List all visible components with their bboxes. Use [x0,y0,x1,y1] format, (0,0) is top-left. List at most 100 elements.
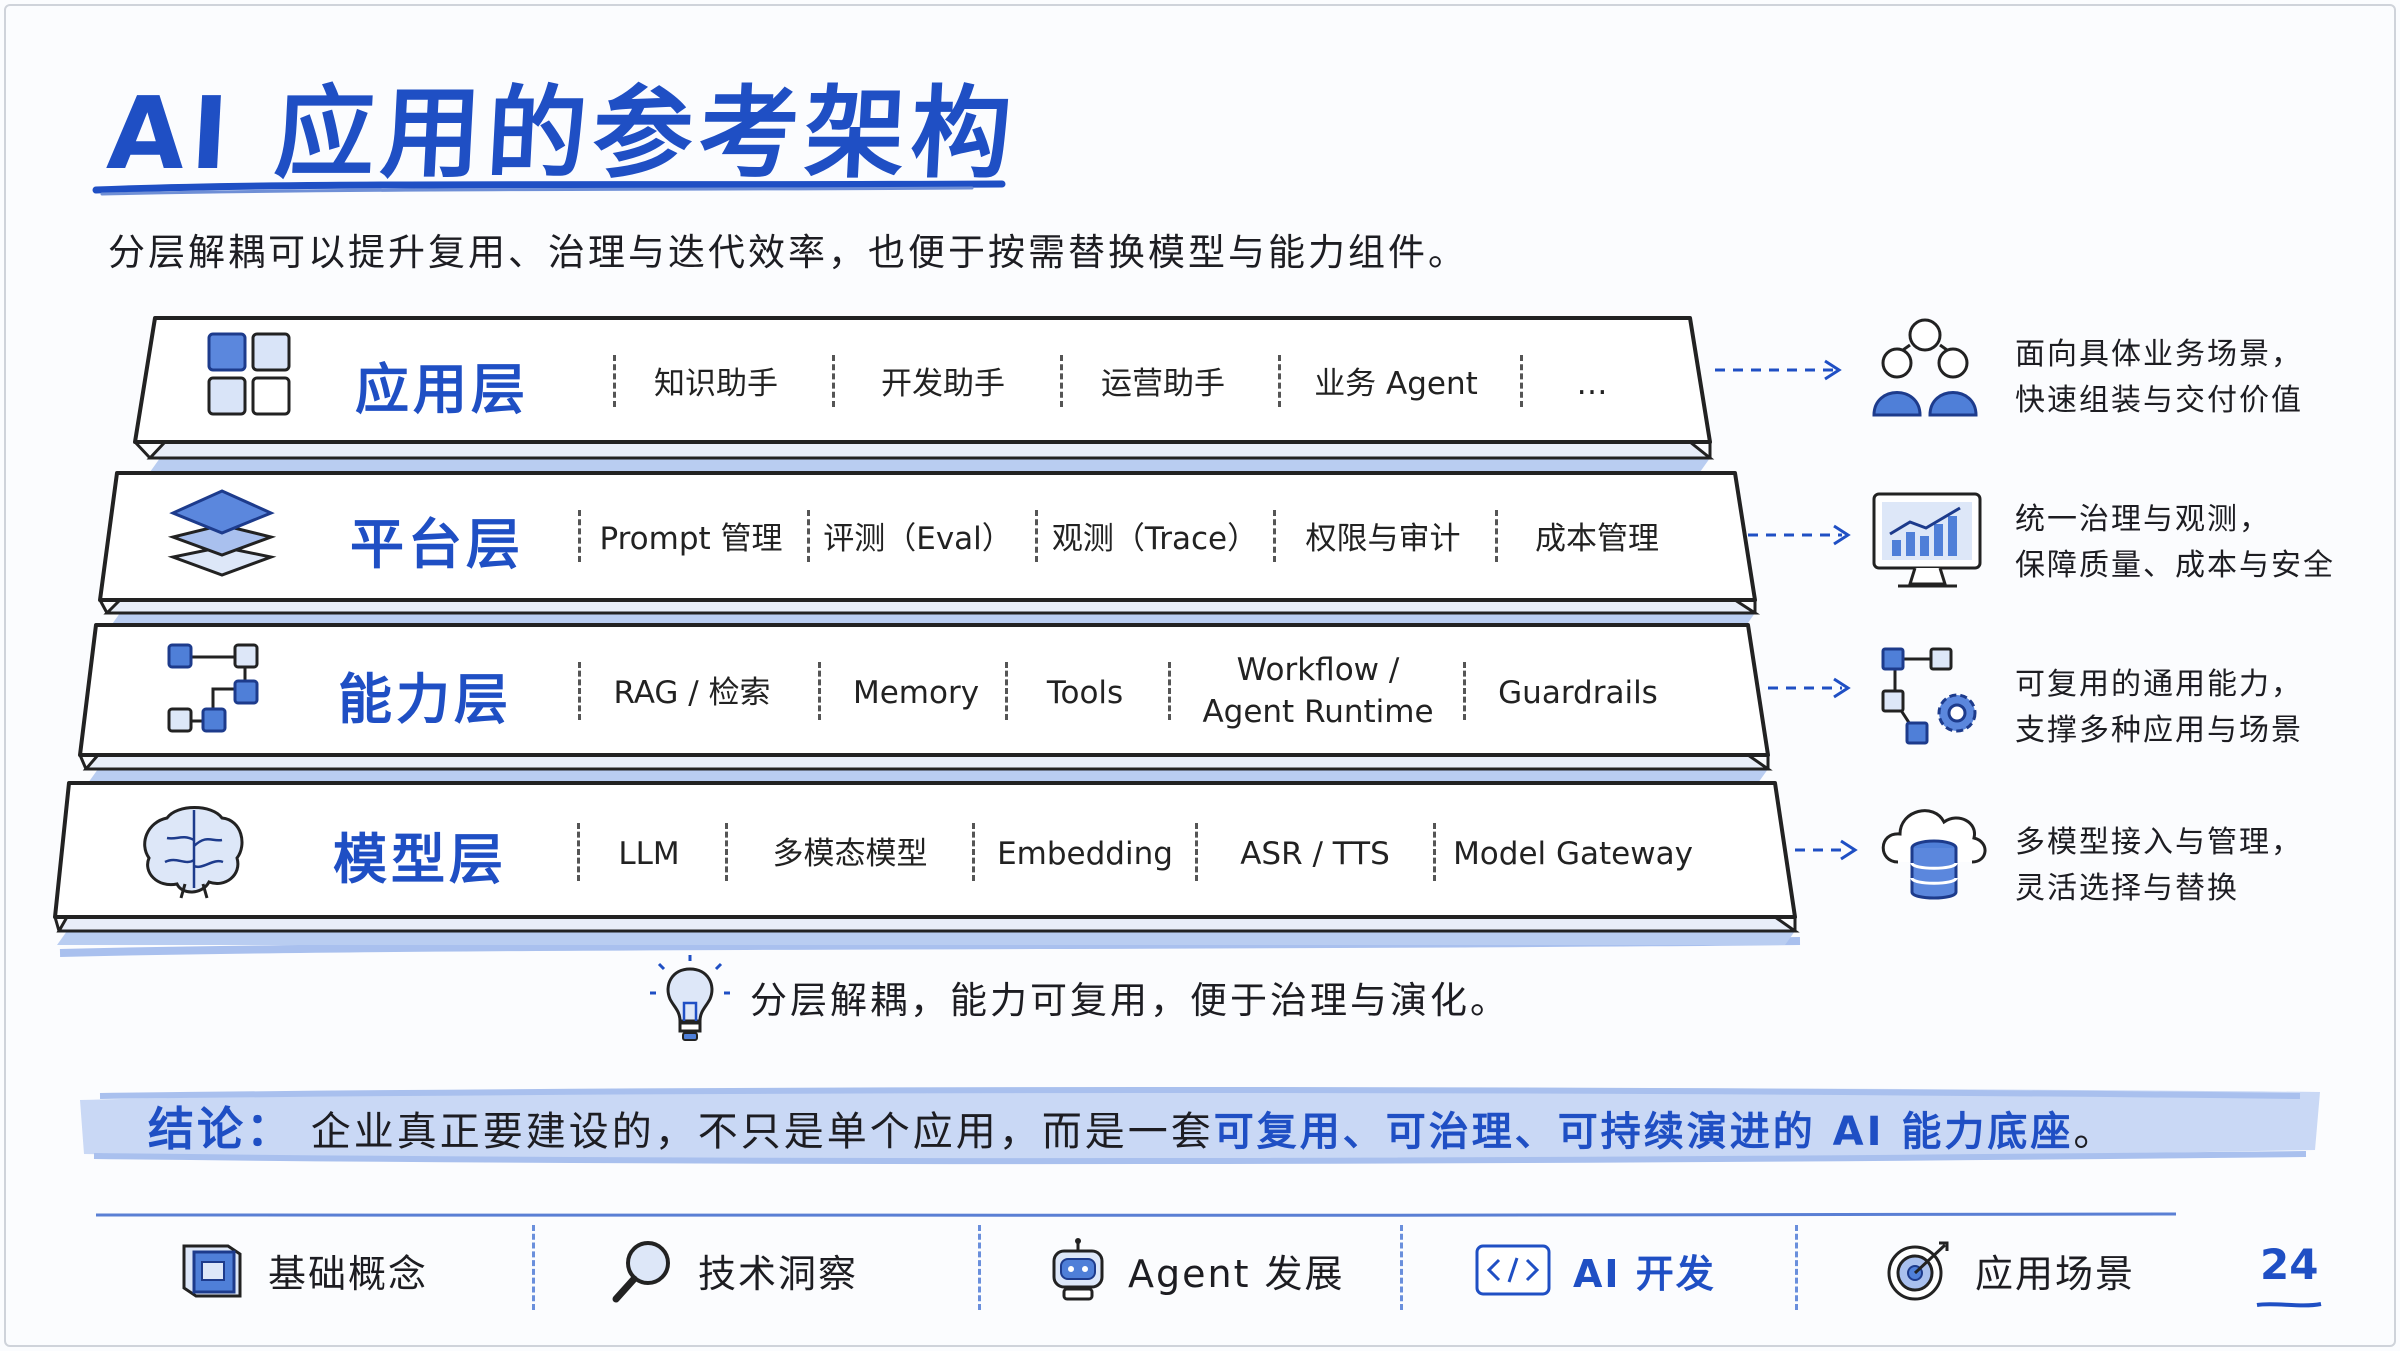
item-divider [725,823,728,881]
layer-name: 能力层 [338,668,512,731]
cloud-database-icon [1881,809,1987,900]
people-icon [1872,318,1978,417]
layer-description: 多模型接入与管理， 灵活选择与替换 [2015,820,2303,912]
item-divider [578,510,581,562]
item-line: Workflow / [1236,652,1400,688]
layer-item: Prompt 管理 [599,521,783,557]
nav-item-basics[interactable]: 基础概念 [178,1235,428,1305]
layer-item-multiline: Workflow / Agent Runtime [1202,649,1433,733]
description-line: 灵活选择与替换 [2015,871,2239,906]
book-icon [182,1244,242,1298]
item-divider [577,823,580,881]
item-divider [807,510,810,562]
description-line: 统一治理与观测， [2015,502,2271,537]
layer-item: LLM [618,836,680,872]
item-divider [1278,355,1281,407]
layer-item: 成本管理 [1535,521,1659,557]
item-divider [1273,510,1276,562]
conclusion-end: 。 [2073,1109,2117,1155]
page-subtitle: 分层解耦可以提升复用、治理与迭代效率，也便于按需替换模型与能力组件。 [108,231,1468,274]
nav-item-scenarios[interactable]: 应用场景 [1885,1235,2135,1305]
layer-item: 运营助手 [1101,366,1225,402]
layer-item: 评测（Eval） [823,521,1013,557]
item-divider [832,355,835,407]
dashed-arrow [1768,677,1851,699]
item-divider [1495,510,1498,562]
item-divider [818,662,821,720]
nav-item-insights[interactable]: 技术洞察 [608,1235,858,1305]
nav-label: AI 开发 [1573,1251,1716,1296]
description-line: 支撑多种应用与场景 [2015,713,2303,748]
gear-nodes-icon [1881,647,1977,745]
conclusion: 结论： 企业真正要建设的，不只是单个应用，而是一套可复用、可治理、可持续演进的 … [148,1093,2116,1159]
layer-item: 权限与审计 [1305,521,1461,557]
layer-item: Guardrails [1498,675,1658,711]
layer-item: 知识助手 [654,366,778,402]
workflow-icon [167,643,259,733]
layer-item: … [1576,366,1608,402]
page-number-underline [2256,1302,2322,1308]
nav-label: 基础概念 [268,1251,429,1296]
item-divider [578,662,581,720]
layer-slab [53,781,1801,957]
item-divider [1433,823,1436,881]
layer-item: Model Gateway [1453,836,1693,872]
layer-description: 面向具体业务场景， 快速组装与交付价值 [2015,332,2303,424]
nav-item-agent[interactable]: Agent 发展 [1048,1235,1345,1305]
target-icon [1887,1241,1949,1301]
layer-item: Memory [852,675,980,711]
nav-label: 技术洞察 [698,1251,859,1296]
item-divider [1168,662,1171,720]
nav-divider [978,1225,981,1310]
grid-icon [207,332,291,416]
conclusion-band [80,1087,2320,1165]
conclusion-label: 结论： [148,1102,295,1156]
description-line: 快速组装与交付价值 [2015,383,2303,418]
layer-slab [133,316,1715,472]
item-divider [1463,662,1466,720]
lightbulb-icon [650,955,730,1041]
nav-divider [532,1225,535,1310]
layer-item: RAG / 检索 [613,675,771,711]
layer-application: 应用层 知识助手 开发助手 运营助手 业务 Agent … [120,310,1720,472]
layer-item: 多模态模型 [772,836,928,872]
layer-description: 统一治理与观测， 保障质量、成本与安全 [2015,497,2335,589]
layer-description: 可复用的通用能力， 支撑多种应用与场景 [2015,662,2303,754]
layer-item: Tools [1046,675,1124,711]
nav-label: 应用场景 [1975,1251,2136,1296]
conclusion-text: 企业真正要建设的，不只是单个应用，而是一套 [310,1109,1214,1155]
dashed-arrow [1748,524,1851,546]
tip-text: 分层解耦，能力可复用，便于治理与演化。 [750,979,1510,1022]
layer-name: 平台层 [350,513,524,576]
layer-name: 模型层 [333,828,507,891]
description-line: 多模型接入与管理， [2015,825,2303,860]
nav-item-ai-dev[interactable]: AI 开发 [1473,1235,1716,1305]
brain-icon [143,806,244,899]
layer-item: 开发助手 [881,366,1005,402]
footer-divider [96,1212,2176,1217]
layer-item: ASR / TTS [1240,836,1390,872]
layer-model: 模型层 LLM 多模态模型 Embedding ASR / TTS Model … [53,775,1801,957]
page-number: 24 [2260,1240,2319,1289]
dashed-arrow [1795,839,1858,861]
nav-divider [1795,1225,1798,1310]
dashed-arrow [1715,359,1842,381]
item-divider [1060,355,1063,407]
layer-slab [78,623,1773,783]
item-divider [1005,662,1008,720]
item-divider [1035,510,1038,562]
nav-label: Agent 发展 [1128,1251,1345,1296]
item-divider [972,823,975,881]
layer-capability: 能力层 RAG / 检索 Memory Tools Workflow / Age… [78,617,1778,783]
item-divider [613,355,616,407]
description-line: 可复用的通用能力， [2015,667,2303,702]
title-underline [92,180,1006,196]
page-title: AI 应用的参考架构 [104,75,1021,192]
robot-icon [1052,1238,1104,1301]
layer-item: Embedding [997,836,1173,872]
item-divider [1195,823,1198,881]
layer-item: 业务 Agent [1314,366,1478,402]
magnifier-icon [612,1241,670,1303]
description-line: 面向具体业务场景， [2015,337,2303,372]
layer-name: 应用层 [355,358,529,421]
